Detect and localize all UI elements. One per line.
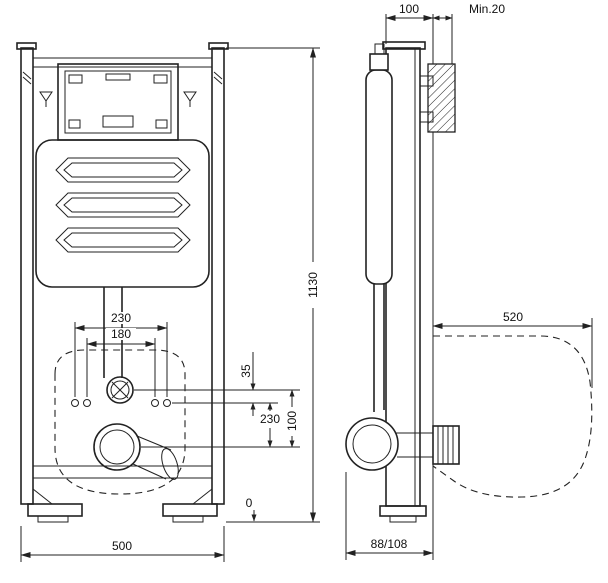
side-foot-pad — [389, 515, 417, 523]
bowl-outline-side — [432, 335, 593, 498]
dim-mid-label: 230 — [260, 412, 280, 426]
dim-fixing-inner-label: 180 — [111, 327, 131, 341]
dim-width-label: 500 — [112, 539, 132, 553]
side-view — [345, 14, 593, 560]
dim-fixing-outer-label: 230 — [111, 311, 131, 325]
wall-bracket-arm — [419, 75, 434, 87]
dim-inlet-to-outlet-label: 100 — [285, 411, 299, 431]
water-inlet-connection — [106, 376, 134, 404]
front-dimensions: 230 180 35 230 100 0 1130 500 — [20, 47, 320, 562]
cistern-side-profile — [365, 69, 393, 285]
post-mount-marks — [22, 71, 223, 85]
dim-floor-label: 0 — [246, 496, 253, 510]
wall-bracket-arm — [419, 111, 434, 123]
dim-frame-depth-label: 100 — [399, 2, 419, 16]
fill-valve-top — [374, 43, 385, 55]
fixing-holes — [71, 399, 171, 407]
front-view — [16, 42, 229, 523]
frame-feet — [27, 488, 218, 523]
outlet-sleeve — [432, 425, 460, 465]
drain-bend — [345, 417, 399, 471]
front-left-post-cap — [16, 42, 37, 50]
cistern-ribs — [55, 157, 191, 253]
bowl-outline-front — [54, 349, 186, 495]
dim-bowl-length-label: 520 — [503, 310, 523, 324]
dim-wall-min-label: Min.20 — [469, 2, 505, 16]
dim-outlet-offset-label: 88/108 — [371, 537, 408, 551]
dim-height-label: 1130 — [306, 272, 320, 298]
front-left-post — [20, 47, 34, 505]
level-mark-icon — [39, 91, 197, 107]
dim-inlet-offset-label: 35 — [239, 364, 253, 378]
fill-valve — [369, 53, 389, 71]
side-dimensions: 100 Min.20 520 88/108 — [345, 2, 593, 560]
front-right-post — [211, 47, 225, 505]
drain-outlet — [93, 423, 179, 480]
side-frame-cap — [382, 41, 426, 50]
front-right-post-cap — [208, 42, 229, 50]
